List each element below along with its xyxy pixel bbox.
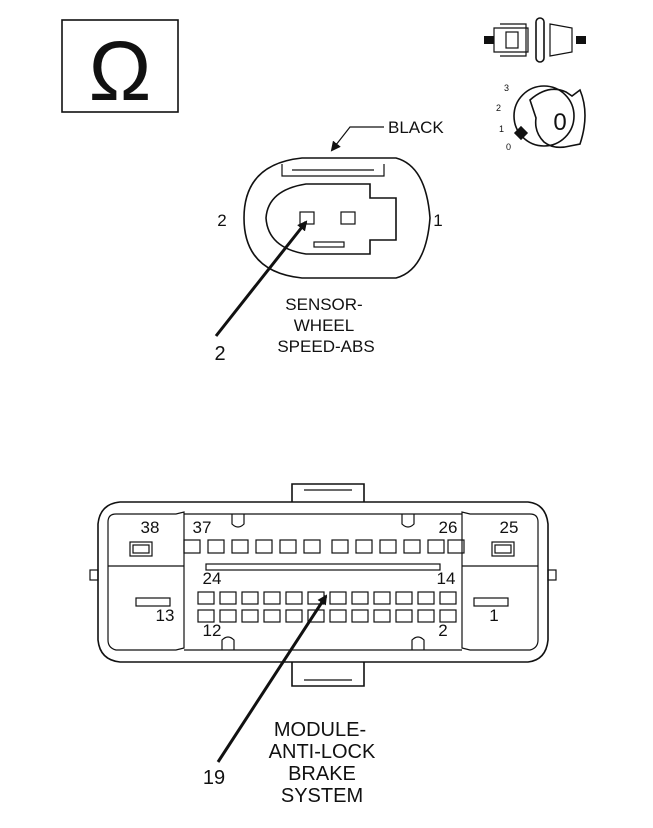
ohm-icon: Ω [61,19,179,118]
pin-cavity-row3-7 [329,609,347,623]
pin-cavity-row3-9 [373,609,391,623]
pin-cavity-top-11 [427,539,445,554]
pin-cavity-top-5 [279,539,297,554]
module-name-line-3: BRAKE [288,763,356,785]
key-position-1: 1 [499,124,504,134]
connector-color-label: BLACK [388,118,444,137]
pin-cavity-top-12 [447,539,465,554]
ignition-key-icon: 3 2 1 0 0 [496,83,586,152]
pin-cavity-row3-5 [285,609,303,623]
pin-label-14: 14 [437,569,456,588]
pin-cavity-row3-12 [439,609,457,623]
pin-cavity-row2-4 [263,591,281,605]
sensor-wheel-speed-connector: BLACK 2 1 2 SENSOR- WHEEL SPEED-ABS [214,118,444,365]
pin-cavity-row2-9 [373,591,391,605]
pin-label-38: 38 [141,518,160,537]
key-position-3: 3 [504,83,509,93]
sensor-callout-pin: 2 [214,343,225,365]
pin-cavity-row3-3 [241,609,259,623]
abs-module-connector: 38 37 26 25 24 14 13 12 2 1 19 MODULE- A… [89,483,557,807]
module-callout-pin: 19 [203,767,225,789]
pin-cavity-row2-12 [439,591,457,605]
pin-cavity-row3-8 [351,609,369,623]
pin-cavity-row2-8 [351,591,369,605]
pin-cavity-row2-3 [241,591,259,605]
pin-cavity-top-1 [183,539,201,554]
ohm-symbol: Ω [89,24,152,118]
pin-label-13: 13 [156,606,175,625]
module-name-line-4: SYSTEM [281,785,363,807]
pin-cavity-top-4 [255,539,273,554]
pin-cavity-top-8 [355,539,373,554]
pin-label-2: 2 [438,621,447,640]
pin-label-12: 12 [203,621,222,640]
pin-cavity-top-2 [207,539,225,554]
pin-cavity-row3-10 [395,609,413,623]
module-name-line-2: ANTI-LOCK [269,741,376,763]
pin-cavity-row3-4 [263,609,281,623]
pin-label-25: 25 [500,518,519,537]
pin-cavity-row2-2 [219,591,237,605]
sensor-name-line-3: SPEED-ABS [277,337,374,356]
pin-cavity-row2-1 [197,591,215,605]
pin-cavity-row3-2 [219,609,237,623]
pin-label-26: 26 [439,518,458,537]
pin-label-1: 1 [489,606,498,625]
pin-cavity-grid [183,539,465,623]
pin-cavity-top-7 [331,539,349,554]
pin-cavity-row3-11 [417,609,435,623]
pin-label-37: 37 [193,518,212,537]
key-position-0: 0 [506,142,511,152]
pin-cavity-row2-5 [285,591,303,605]
sensor-name-line-1: SENSOR- [285,295,362,314]
pin-cavity-top-6 [303,539,321,554]
pin-cavity-row3-1 [197,609,215,623]
key-label: 0 [553,109,566,136]
pin-cavity-top-9 [379,539,397,554]
pin-cavity-top-3 [231,539,249,554]
pin-cavity-top-10 [403,539,421,554]
pin-cavity-row2-11 [417,591,435,605]
pin-cavity-row2-7 [329,591,347,605]
key-position-2: 2 [496,103,501,113]
sensor-name-line-2: WHEEL [294,316,354,335]
pin-label-24: 24 [203,569,222,588]
connector-plug-icon [484,17,586,63]
pin-cavity-row2-10 [395,591,413,605]
sensor-pin-right-label: 1 [433,211,442,230]
module-name-line-1: MODULE- [274,719,366,741]
sensor-pin-left-label: 2 [217,211,226,230]
